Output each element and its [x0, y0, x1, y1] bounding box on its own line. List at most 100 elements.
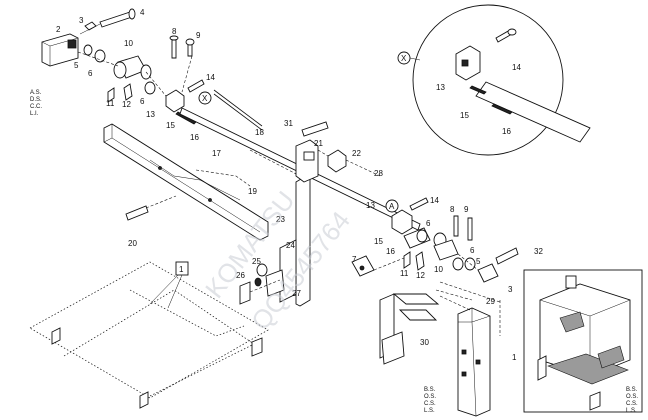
bushing-part-6-b [144, 81, 156, 95]
variant-inset-3: C.S. [626, 401, 638, 407]
variant-top-3: C.C. [30, 104, 42, 110]
frame-outline-part-1 [29, 261, 269, 409]
section-marker-a-label: A [389, 202, 395, 211]
callout-6-c: 6 [426, 219, 431, 228]
variant-bottom-2: O.S. [424, 394, 436, 400]
column-hole-2 [461, 371, 467, 377]
rod-part-18 [213, 89, 263, 127]
washer-part-25 [256, 263, 268, 277]
callout-11: 11 [106, 99, 115, 108]
callout-28: 28 [374, 169, 383, 178]
callout-22: 22 [352, 149, 361, 158]
detail-leader [409, 57, 421, 61]
callout-11-b: 11 [400, 269, 409, 278]
variant-top-2: D.S. [30, 97, 42, 103]
lower-right-assembly [379, 281, 501, 417]
frame-foot-2 [139, 391, 149, 409]
column-hole [461, 349, 467, 355]
column-edges [458, 308, 491, 417]
leader [79, 23, 101, 35]
cylinder-end [113, 61, 127, 79]
assembly-guides [77, 51, 193, 97]
callout-26: 26 [236, 271, 245, 280]
shaft-guide [249, 149, 301, 177]
bolt-part-14 [187, 79, 205, 93]
pin-part-9-b [467, 217, 473, 241]
callout-9-b: 9 [464, 205, 469, 214]
callout-25: 25 [252, 257, 261, 266]
detail-marker-x [198, 91, 212, 105]
callout-labels: 2 3 4 5 6 10 8 9 11 12 6 13 14 15 16 18 … [56, 8, 543, 362]
callout-20: 20 [128, 239, 137, 248]
bracket-part-13-b [391, 209, 413, 235]
callout-14-b: 14 [430, 196, 439, 205]
bushing-part-6-e [464, 257, 476, 271]
column-part-1 [457, 307, 491, 417]
bracket-21-tab [303, 151, 315, 161]
detail-marker-x-label-2: X [401, 54, 407, 63]
callout-13-b: 13 [366, 201, 375, 210]
panel-part-19 [103, 123, 269, 241]
variant-top-1: A.S. [30, 90, 42, 96]
callout-32: 32 [534, 247, 543, 256]
callout-9: 9 [196, 31, 201, 40]
spacer-guide [145, 195, 177, 209]
callout-23: 23 [276, 215, 285, 224]
detail-marker-x-label: X [202, 94, 208, 103]
callout-18: 18 [255, 128, 264, 137]
callout-12-b: 12 [416, 271, 425, 280]
frame-inner [63, 289, 255, 397]
pin-9-head [185, 38, 195, 46]
callout-1-boxed: 1 [179, 265, 184, 274]
callout-15: 15 [166, 121, 175, 130]
variant-inset-4: L.S. [626, 408, 637, 414]
callout-7: 7 [352, 255, 357, 264]
bracket-7-hole [359, 265, 365, 271]
upper-left-assembly [41, 8, 263, 131]
callout-2: 2 [56, 25, 61, 34]
inset-arrow-shade [559, 311, 585, 333]
bolt-part-31 [301, 121, 329, 137]
upright-guides [317, 149, 381, 177]
right-assembly [351, 197, 519, 283]
clip-part-12 [123, 83, 133, 101]
guide [249, 279, 281, 293]
callout-6-b: 6 [140, 97, 145, 106]
nut [254, 277, 262, 287]
variant-bottom-1: B.S. [424, 387, 436, 393]
detail-pin-15 [469, 85, 487, 95]
bolt-part-8-b [453, 215, 459, 237]
variant-inset-1: B.S. [626, 387, 638, 393]
variant-top-4: L.I. [30, 111, 39, 117]
callout-4: 4 [140, 8, 145, 17]
right-guides [373, 253, 479, 271]
detail-bolt-head [507, 28, 517, 36]
panel-30-guides [435, 281, 501, 303]
detail-circle [412, 4, 564, 156]
callout-10-b: 10 [434, 265, 443, 274]
callout-29: 29 [486, 297, 495, 306]
inset-view [523, 269, 643, 413]
bracket-part-29 [477, 263, 499, 283]
bracket-part-13 [165, 89, 185, 113]
callout-14: 14 [206, 73, 215, 82]
detail-callout-13: 13 [436, 83, 445, 92]
variant-codes: A.S. D.S. C.C. L.I. B.S. O.S. C.S. L.S. … [30, 90, 638, 414]
detail-x-view [397, 4, 591, 156]
panel-30-foot [381, 331, 405, 365]
bracket-block [67, 39, 77, 49]
bracket-part-21 [295, 139, 319, 183]
callout-19: 19 [248, 187, 257, 196]
pin-part-11 [107, 87, 115, 103]
callout-3: 3 [79, 16, 84, 25]
variant-bottom-4: L.S. [424, 408, 435, 414]
bolt-part-4 [99, 11, 133, 28]
callout-8: 8 [172, 27, 177, 36]
spacer-part-20 [125, 205, 149, 221]
inset-top-part [565, 275, 577, 289]
panel-guide [195, 169, 251, 187]
detail-callout-15: 15 [460, 111, 469, 120]
callout-6: 6 [88, 69, 93, 78]
center-upright-assembly [239, 121, 381, 307]
